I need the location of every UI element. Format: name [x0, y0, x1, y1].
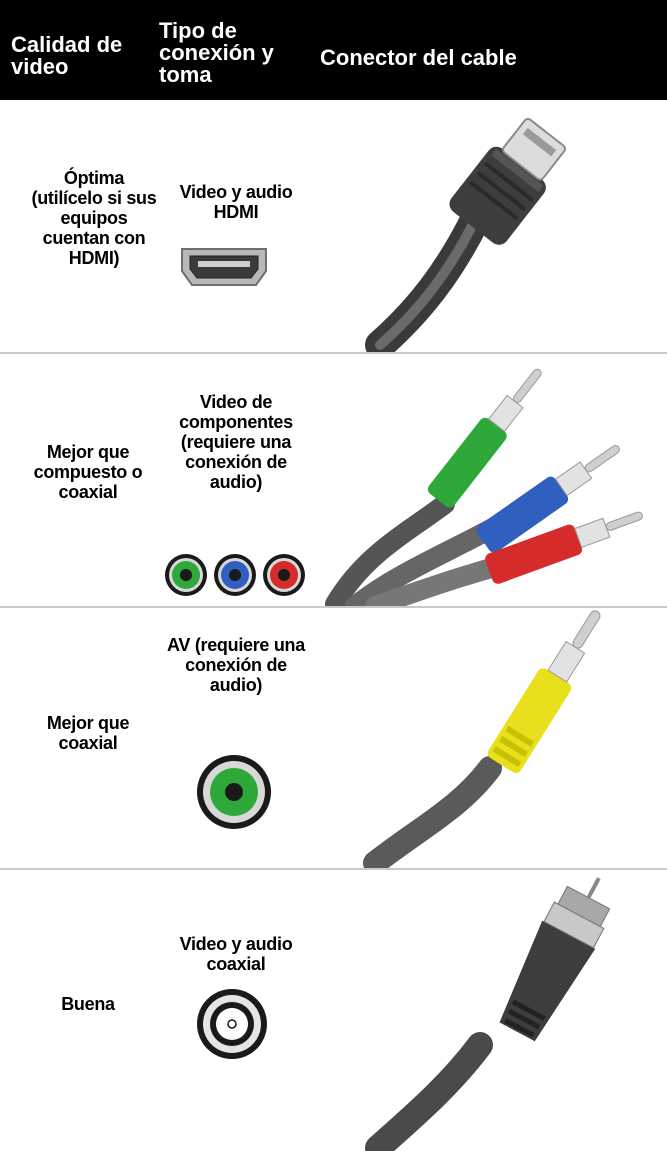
quality-text: coaxial [58, 482, 118, 502]
component-jack-green [165, 554, 207, 596]
coaxial-cable-icon [365, 877, 611, 1151]
connection-text: Video y audio [179, 182, 293, 202]
component-jack-red [263, 554, 305, 596]
component-cable-icon [325, 368, 643, 606]
connection-type-label: Video y audio coaxial [151, 934, 321, 974]
header-cable-connector: Conector del cable [320, 47, 517, 69]
connection-type-label: Video de componentes (requiere una conex… [151, 392, 321, 492]
hdmi-port-icon [181, 248, 267, 286]
quality-text: equipos [60, 208, 128, 228]
quality-text: Mejor que [46, 442, 130, 462]
connection-text: audio) [209, 472, 263, 492]
connection-text: HDMI [213, 202, 259, 222]
connection-text: (requiere una [180, 432, 292, 452]
component-jacks-icon [165, 554, 305, 596]
composite-jack-icon [197, 755, 271, 829]
table-row-composite: Mejor que coaxial AV (requiere una conex… [0, 608, 667, 868]
header-video-quality: Calidad de video [11, 34, 122, 78]
composite-cable-icon [363, 610, 601, 868]
connection-text: conexión de [185, 452, 287, 472]
quality-text: HDMI) [68, 248, 120, 268]
connection-text: Video y audio [179, 934, 293, 954]
connection-text: Video de [199, 392, 273, 412]
header-text: conexión y [159, 40, 274, 65]
connection-text: componentes [179, 412, 293, 432]
table-row-hdmi: Óptima (utilícelo si sus equipos cuentan… [0, 100, 667, 353]
quality-text: compuesto o [33, 462, 143, 482]
connection-type-label: Video y audio HDMI [151, 182, 321, 222]
table-row-coaxial: Buena Video y audio coaxial [0, 870, 667, 1151]
table-header: Calidad de video Tipo de conexión y toma… [0, 0, 667, 100]
header-text: Tipo de [159, 18, 237, 43]
quality-text: Buena [61, 994, 115, 1014]
quality-text: coaxial [58, 733, 118, 753]
quality-text: (utilícelo si sus [31, 188, 157, 208]
quality-label: Óptima (utilícelo si sus equipos cuentan… [14, 168, 174, 268]
quality-label: Mejor que compuesto o coaxial [8, 442, 168, 502]
row-divider [0, 868, 667, 870]
quality-text: cuentan con [42, 228, 146, 248]
connection-text: conexión de [185, 655, 287, 675]
component-jack-blue [214, 554, 256, 596]
header-text: toma [159, 62, 212, 87]
hdmi-cable-icon [365, 117, 567, 353]
header-text: video [11, 54, 69, 79]
table-row-component: Mejor que compuesto o coaxial Video de c… [0, 354, 667, 606]
quality-text: Mejor que [46, 713, 130, 733]
row-divider [0, 352, 667, 354]
header-text: Conector del cable [320, 45, 517, 70]
quality-text: Óptima [63, 168, 125, 188]
quality-label: Buena [8, 994, 168, 1014]
connection-text: audio) [209, 675, 263, 695]
connection-text: coaxial [206, 954, 266, 974]
header-connection-type: Tipo de conexión y toma [159, 20, 274, 86]
connection-type-label: AV (requiere una conexión de audio) [151, 635, 321, 695]
header-text: Calidad de [11, 32, 123, 57]
row-divider [0, 606, 667, 608]
quality-label: Mejor que coaxial [8, 713, 168, 753]
connection-text: AV (requiere una [167, 635, 305, 655]
coaxial-jack-icon [197, 989, 267, 1059]
